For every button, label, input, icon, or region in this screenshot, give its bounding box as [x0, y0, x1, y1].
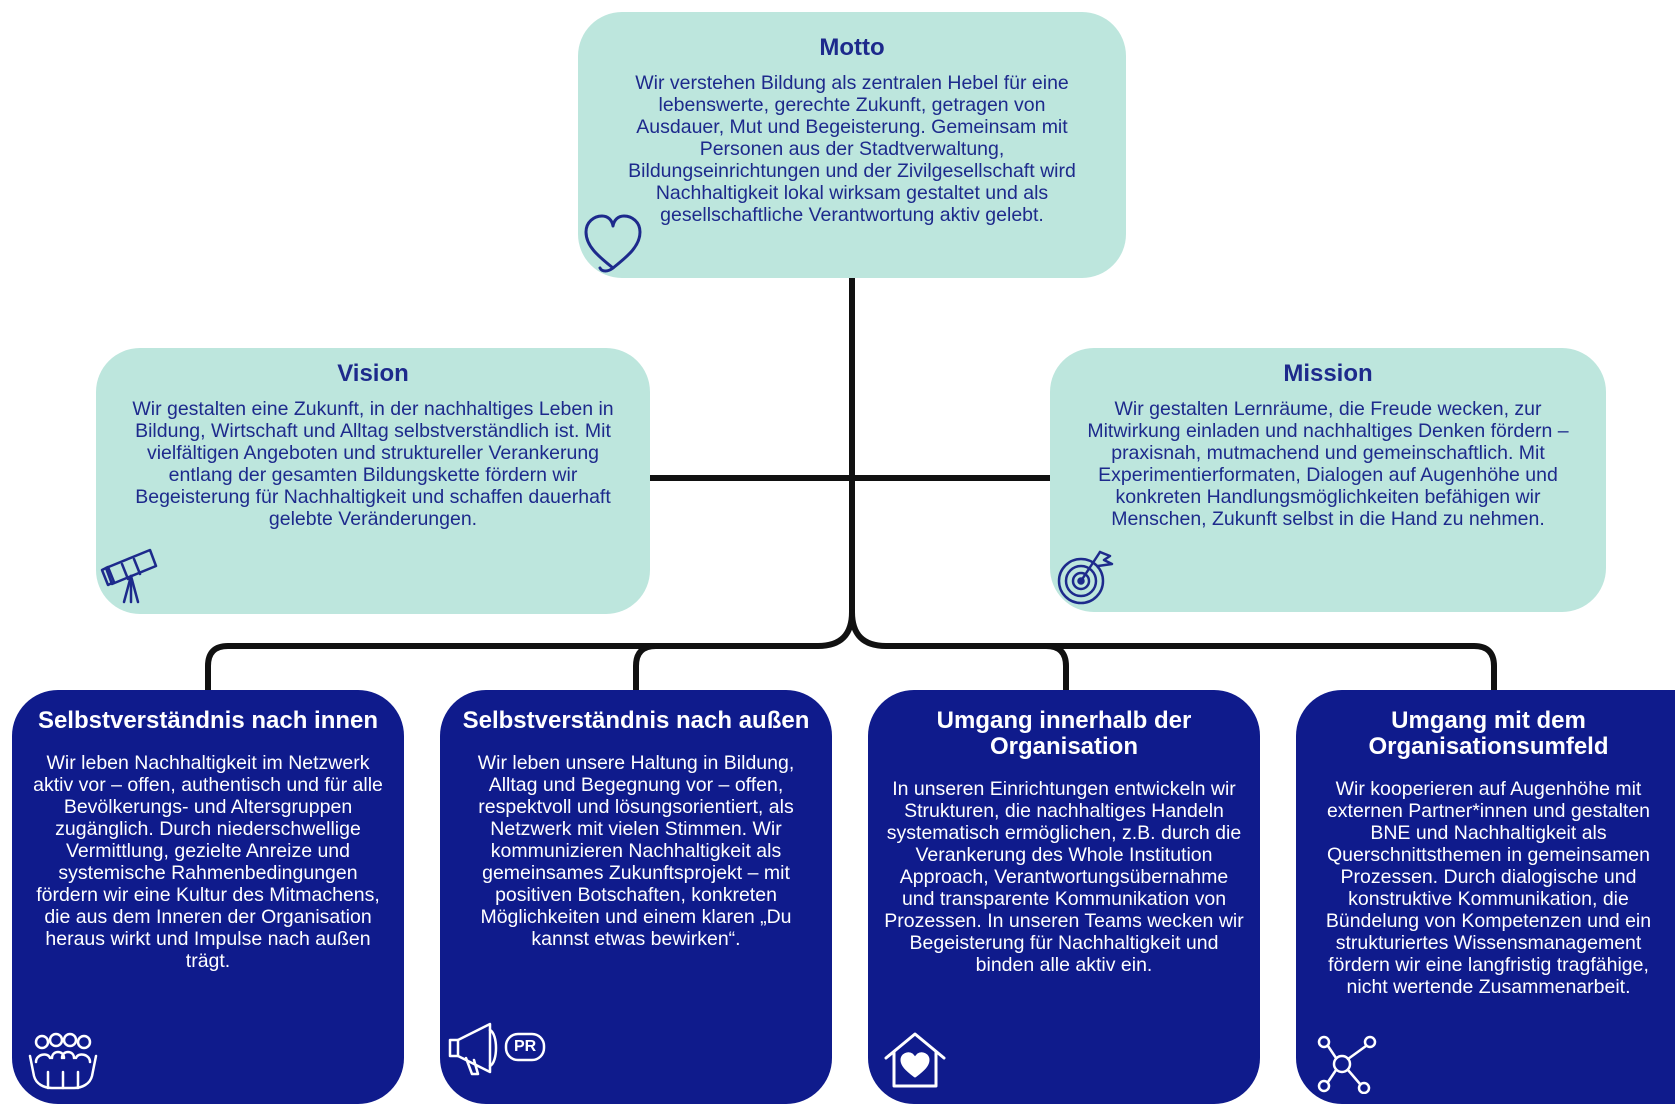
motto-title: Motto — [819, 34, 885, 61]
megaphone-icon: PR — [444, 1016, 552, 1078]
pillar-box-inward: Selbstverständnis nach innen Wir leben N… — [12, 690, 404, 1104]
pillar-text: Wir kooperieren auf Augenhöhe mit extern… — [1325, 778, 1652, 998]
telescope-icon — [98, 542, 164, 606]
motto-text: Wir verstehen Bildung als zentralen Hebe… — [628, 72, 1076, 226]
mission-title: Mission — [1283, 360, 1373, 387]
group-hands-icon — [26, 1032, 100, 1094]
pillar-text: Wir leben Nachhaltigkeit im Netzwerk akt… — [33, 752, 383, 972]
pr-label: PR — [514, 1038, 537, 1055]
right-split-curve — [849, 609, 1497, 693]
mission-text: Wir gestalten Lernräume, die Freude weck… — [1087, 398, 1569, 530]
pillar-box-environment: Umgang mit dem Organisationsumfeld Wir k… — [1296, 690, 1675, 1104]
pillar-box-outward: Selbstverständnis nach außen Wir leben u… — [440, 690, 832, 1104]
pillar-text: Wir leben unsere Haltung in Bildung, All… — [477, 752, 795, 950]
pillar-text: In unseren Einrichtungen entwickeln wir … — [884, 778, 1244, 976]
pillar-2-drop-line — [633, 643, 659, 693]
pillar-3-drop-line — [1043, 643, 1069, 693]
pillar-box-internal: Umgang innerhalb der Organisation In uns… — [868, 690, 1260, 1104]
vision-text: Wir gestalten eine Zukunft, in der nachh… — [132, 398, 614, 530]
motto-box: Motto Wir verstehen Bildung als zentrale… — [578, 12, 1126, 278]
vision-title: Vision — [337, 360, 409, 387]
pillar-title: Umgang innerhalb der Organisation — [936, 707, 1192, 760]
pillar-title: Umgang mit dem Organisationsumfeld — [1368, 707, 1609, 760]
mission-box: Mission Wir gestalten Lernräume, die Fre… — [1050, 348, 1606, 612]
vision-box: Vision Wir gestalten eine Zukunft, in de… — [96, 348, 650, 614]
left-split-curve — [205, 609, 855, 693]
pillar-title: Selbstverständnis nach innen — [37, 707, 379, 734]
heart-icon — [578, 208, 648, 278]
network-icon — [1316, 1032, 1378, 1094]
house-heart-icon — [882, 1028, 948, 1092]
pillar-title: Selbstverständnis nach außen — [462, 707, 810, 734]
target-icon — [1054, 544, 1116, 606]
